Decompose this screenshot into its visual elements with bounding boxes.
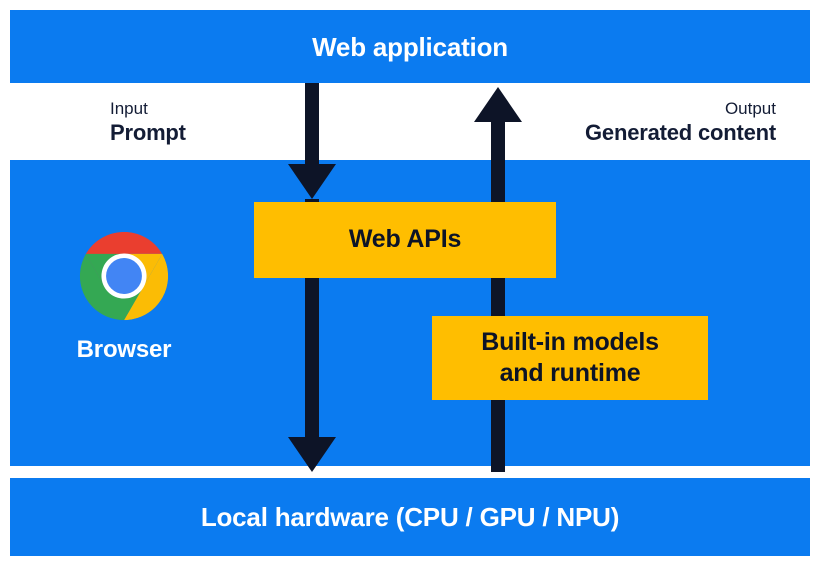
band-local-hardware: Local hardware (CPU / GPU / NPU) [10, 478, 810, 556]
input-value-label: Prompt [110, 119, 186, 145]
browser-label: Browser [76, 336, 172, 363]
band-web-application-label: Web application [312, 32, 508, 62]
band-web-application: Web application [10, 10, 810, 83]
output-kind-label: Output [724, 99, 776, 118]
box-builtin-models[interactable]: Built-in models and runtime [432, 316, 708, 400]
box-web-apis-label: Web APIs [348, 225, 462, 254]
output-value-label: Generated content [585, 119, 776, 145]
output-caption: Output Generated content [585, 99, 776, 147]
input-kind-label: Input [110, 99, 148, 118]
box-builtin-models-line2: and runtime [499, 359, 641, 387]
browser-group: Browser [62, 230, 186, 364]
box-builtin-models-label: Built-in models and runtime [481, 327, 659, 390]
input-caption: Input Prompt [110, 99, 186, 147]
box-web-apis[interactable]: Web APIs [254, 202, 556, 278]
chrome-logo-icon [79, 231, 169, 321]
box-builtin-models-line1: Built-in models [481, 327, 659, 356]
band-local-hardware-label: Local hardware (CPU / GPU / NPU) [200, 502, 620, 532]
